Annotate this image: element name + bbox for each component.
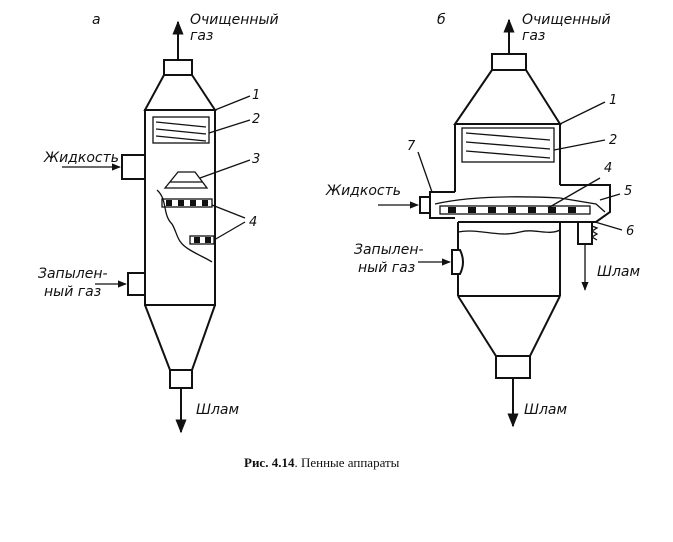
a-bottom-pipe [169, 369, 193, 389]
a-callout-4: 4 [249, 215, 257, 230]
caption-text: . Пенные аппараты [294, 455, 399, 470]
b-callout-5: 5 [624, 184, 632, 199]
a-liquid-inlet [121, 154, 146, 180]
a-top-cone [143, 74, 217, 111]
a-body [144, 109, 216, 306]
b-callout-2: 2 [609, 133, 617, 148]
a-bottom-cone [144, 304, 216, 371]
b-liquid-inlet [419, 196, 431, 214]
b-dusty-gas-label-1: Запылен- [354, 242, 424, 258]
b-gas-inlet [451, 249, 464, 275]
a-gas-inlet [127, 272, 146, 296]
b-callout-7: 7 [407, 139, 416, 154]
b-dusty-gas-label-2: ный газ [358, 260, 415, 276]
b-callout-1: 1 [609, 93, 617, 108]
apparatus-a: а Очищенный газ Шлам Жидкость [38, 12, 279, 434]
b-outlet-gas-label-1: Очищенный [522, 12, 611, 28]
b-side-sludge-label: Шлам [597, 264, 640, 280]
b-top-cone [453, 69, 562, 125]
b-foam-layer [434, 196, 606, 213]
a-callout-2: 2 [252, 112, 260, 127]
b-cutaway-edge [457, 229, 561, 235]
b-bottom-cone [457, 295, 561, 357]
a-outlet-gas-label-2: газ [190, 28, 213, 44]
b-foam-plate [439, 205, 591, 215]
a-callout-3: 3 [252, 152, 260, 167]
figure-caption: Рис. 4.14. Пенные аппараты [244, 455, 400, 470]
b-callout-6: 6 [626, 224, 634, 239]
a-dusty-gas-label-2: ный газ [44, 284, 101, 300]
a-foam-plate-lower [189, 235, 215, 245]
a-dusty-gas-label-1: Запылен- [38, 266, 108, 282]
a-demister [152, 116, 210, 144]
a-sludge-label: Шлам [196, 402, 239, 418]
b-callout-4: 4 [604, 161, 612, 176]
b-lower-body [457, 222, 561, 296]
b-top-pipe [491, 53, 527, 71]
b-side-drain [577, 221, 593, 245]
a-top-pipe [163, 59, 193, 76]
b-liquid-label: Жидкость [325, 183, 401, 199]
caption-label: Рис. 4.14 [244, 455, 295, 470]
apparatus-b: б Очищенный газ Жидкость [325, 12, 640, 428]
b-upper-body [454, 124, 561, 192]
a-liquid-label: Жидкость [43, 150, 119, 166]
panel-b-letter: б [437, 12, 446, 28]
b-bottom-sludge-label: Шлам [524, 402, 567, 418]
b-bottom-pipe [495, 355, 531, 379]
b-outlet-gas-label-2: газ [522, 28, 545, 44]
a-callout-1: 1 [252, 88, 260, 103]
a-foam-plate-upper [161, 198, 213, 208]
a-distributor [163, 171, 209, 189]
panel-a-letter: а [92, 12, 101, 28]
b-overflow-chamber [458, 184, 611, 223]
b-demister [461, 127, 555, 163]
a-outlet-gas-label-1: Очищенный [190, 12, 279, 28]
b-drain-seal [590, 225, 599, 241]
